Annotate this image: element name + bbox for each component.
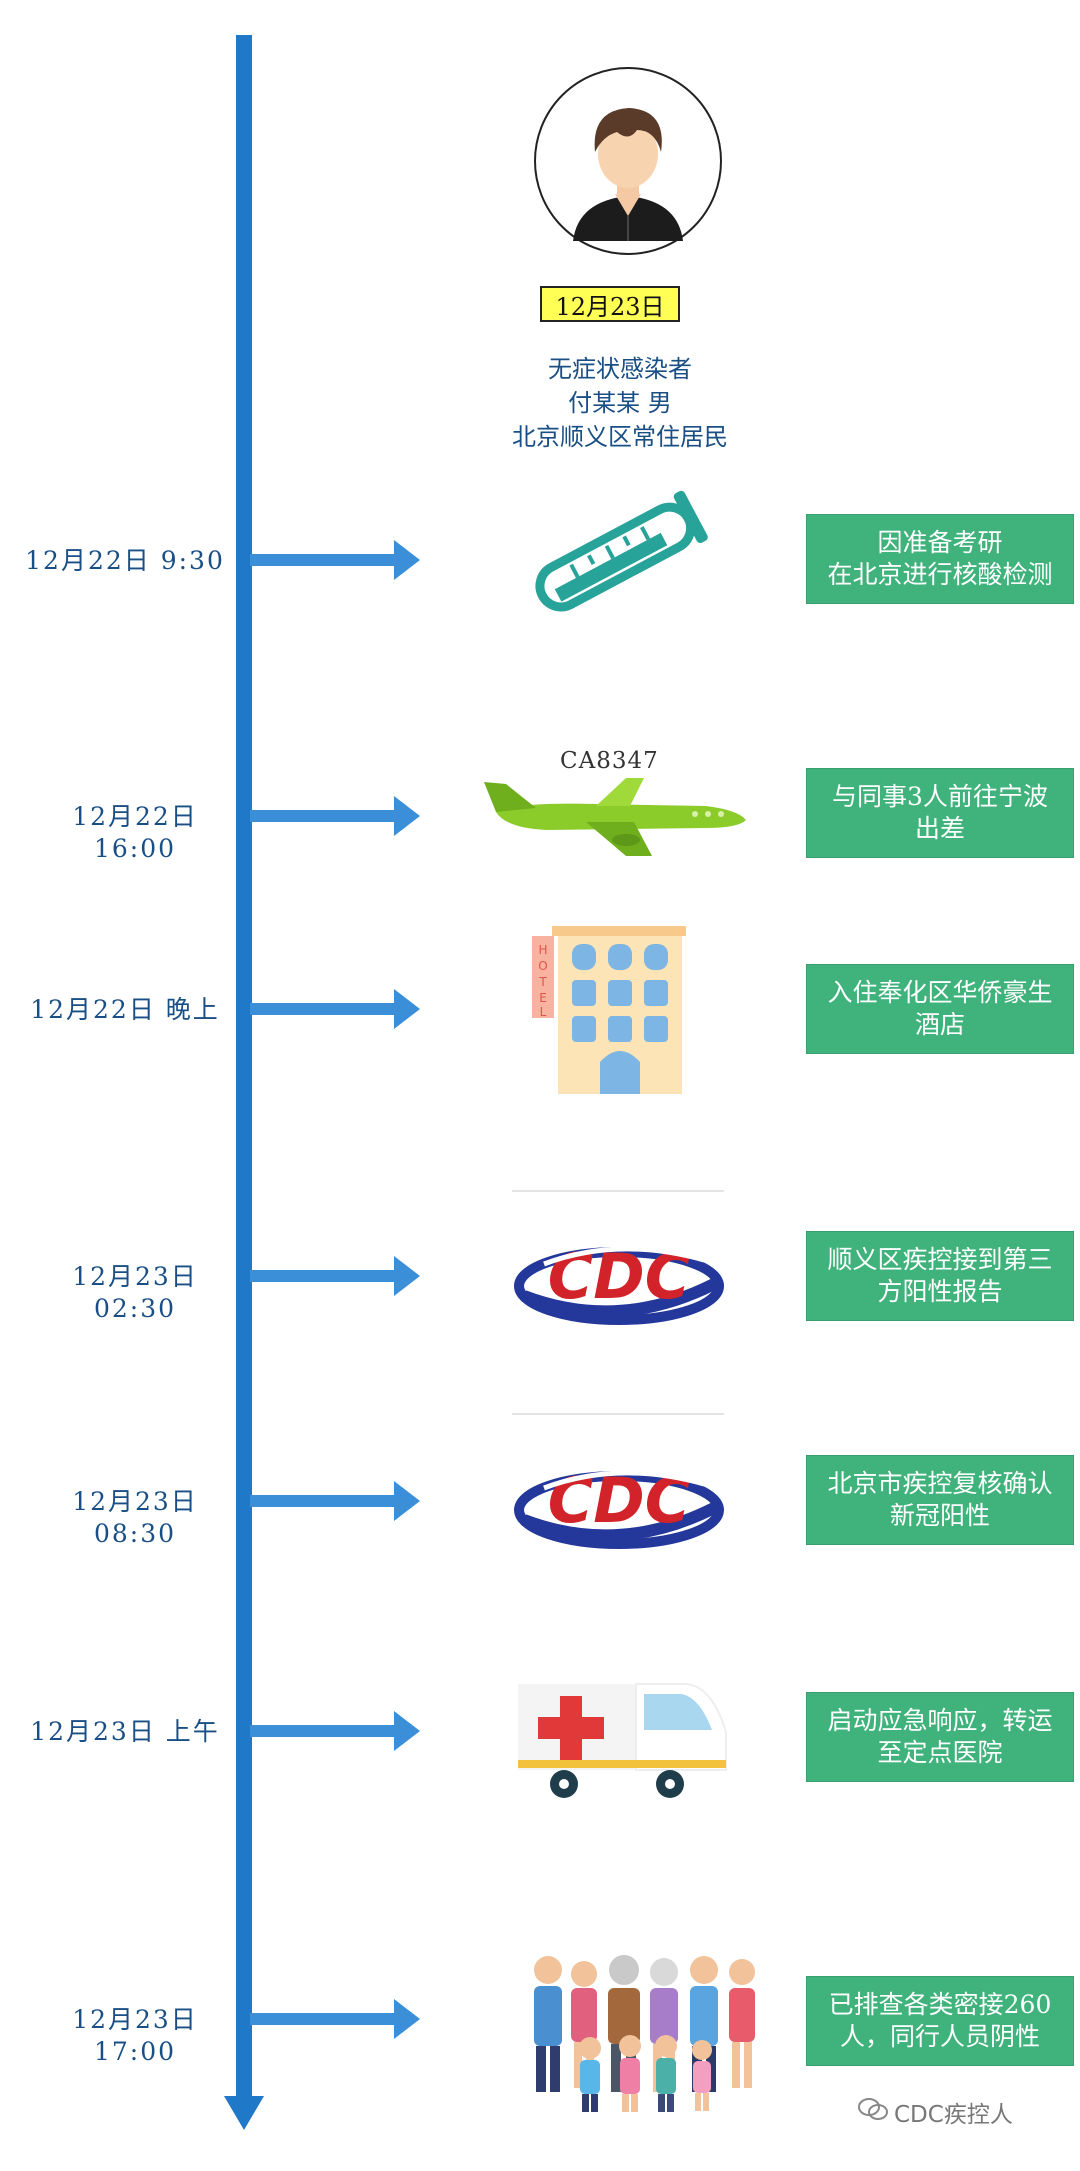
timeline-arrowhead <box>224 2096 264 2130</box>
person-status: 无症状感染者 <box>548 355 692 383</box>
watermark: CDC疾控人 <box>858 2095 1013 2129</box>
airplane-icon <box>476 772 752 858</box>
event-description: 因准备考研 在北京进行核酸检测 <box>806 514 1074 604</box>
svg-text:L: L <box>540 1005 547 1019</box>
ambulance-icon <box>516 1672 736 1802</box>
event-time: 12月23日 08:30 <box>72 1487 198 1548</box>
event-description: 已排查各类密接260 人，同行人员阴性 <box>806 1976 1074 2066</box>
event-arrow <box>250 1711 420 1751</box>
event-description: 顺义区疾控接到第三 方阳性报告 <box>806 1231 1074 1321</box>
event-description: 启动应急响应，转运 至定点医院 <box>806 1692 1074 1782</box>
person-name: 付某某 男 <box>568 389 672 417</box>
svg-text:H: H <box>538 943 547 957</box>
event-time: 12月23日 02:30 <box>72 1262 198 1323</box>
event-arrow <box>250 1481 420 1521</box>
event-time: 12月23日 上午 <box>30 1717 220 1746</box>
svg-text:T: T <box>538 975 547 989</box>
person-date-badge: 12月23日 <box>540 286 680 322</box>
event-time: 12月22日 16:00 <box>72 802 198 863</box>
event-arrow <box>250 540 420 580</box>
event-arrow <box>250 1256 420 1296</box>
person-avatar-icon <box>533 66 723 256</box>
event-time: 12月23日 17:00 <box>72 2005 198 2066</box>
section-divider <box>512 1190 724 1192</box>
person-info: 无症状感染者 付某某 男 北京顺义区常住居民 <box>480 352 760 454</box>
event-arrow <box>250 796 420 836</box>
svg-text:E: E <box>539 991 547 1005</box>
event-time: 12月22日 9:30 <box>25 546 225 575</box>
flight-number: CA8347 <box>560 748 659 774</box>
event-description: 与同事3人前往宁波 出差 <box>806 768 1074 858</box>
wechat-icon <box>858 2097 888 2127</box>
timeline-axis <box>236 35 252 2105</box>
cdc-logo-icon: CDC <box>514 1460 724 1550</box>
event-time: 12月22日 晚上 <box>30 995 220 1024</box>
event-arrow <box>250 1999 420 2039</box>
event-description: 入住奉化区华侨豪生 酒店 <box>806 964 1074 1054</box>
event-arrow <box>250 989 420 1029</box>
person-residence: 北京顺义区常住居民 <box>512 423 728 451</box>
test-tube-icon <box>512 480 722 630</box>
watermark-text: CDC疾控人 <box>894 2102 1013 2128</box>
cdc-logo-icon: CDC <box>514 1236 724 1326</box>
crowd-icon <box>526 1948 766 2116</box>
event-description: 北京市疾控复核确认 新冠阳性 <box>806 1455 1074 1545</box>
svg-text:O: O <box>538 959 547 973</box>
section-divider <box>512 1413 724 1415</box>
